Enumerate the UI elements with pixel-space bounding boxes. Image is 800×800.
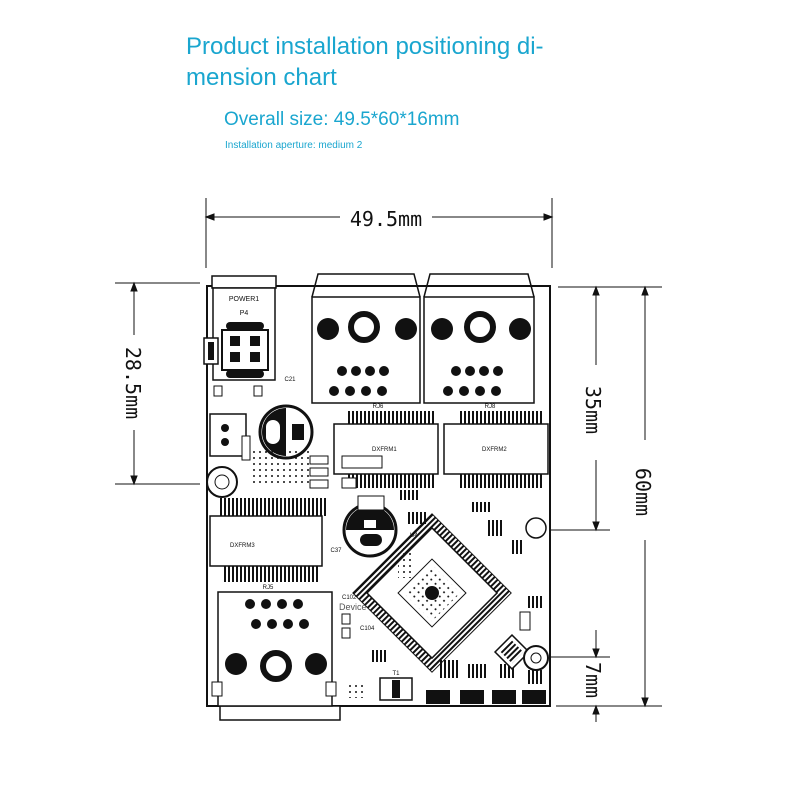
- dxfrm1-label: DXFRM1: [372, 447, 397, 453]
- misc-components: C102 Device C104 T1: [339, 477, 549, 704]
- rj6-label: RJ6: [373, 404, 384, 410]
- page-title: Product installation positioning di-mens…: [186, 33, 544, 91]
- rj45-port-bottom: RJ5: [211, 585, 337, 707]
- power-label: POWER1: [229, 296, 259, 303]
- bottom-offset-dimension-label: 7mm: [581, 662, 605, 698]
- transformer-dxfrm1: DXFRM1: [333, 411, 439, 488]
- capacitor-c21: C21: [258, 377, 314, 460]
- left-components: [206, 385, 329, 498]
- mid-height-dimension: [548, 285, 610, 532]
- mid-height-dimension-label: 35mm: [581, 386, 605, 434]
- device-label: Device: [339, 602, 367, 612]
- dxfrm3-label: DXFRM3: [230, 543, 255, 549]
- width-dimension-label: 49.5mm: [350, 207, 422, 231]
- c102-label: C102: [342, 595, 357, 601]
- rj8-label: RJ8: [485, 404, 496, 410]
- u4-label: U4: [410, 533, 418, 539]
- t1-label: T1: [392, 671, 400, 677]
- rj45-port-left: [311, 273, 421, 404]
- width-dimension: [204, 198, 554, 268]
- capacitor-c37: C37: [330, 502, 398, 558]
- total-height-dimension: [556, 285, 662, 708]
- overall-size-label: Overall size: 49.5*60*16mm: [224, 109, 460, 130]
- aperture-note: Installation aperture: medium 2: [225, 140, 363, 151]
- total-height-dimension-label: 60mm: [631, 468, 655, 516]
- dxfrm2-label: DXFRM2: [482, 447, 507, 453]
- p4-label: P4: [240, 310, 249, 317]
- c21-label: C21: [284, 377, 296, 383]
- transformer-dxfrm3: DXFRM3: [209, 498, 328, 582]
- c104-label: C104: [360, 626, 375, 632]
- bottom-offset-dimension: [548, 630, 610, 722]
- left-height-dimension-label: 28.5mm: [121, 347, 145, 419]
- rj45-port-right: [423, 273, 535, 404]
- c37-label: C37: [330, 548, 342, 554]
- left-height-dimension: [115, 281, 200, 486]
- rj5-label: RJ5: [263, 585, 274, 591]
- power-jack: POWER1 P4: [203, 287, 276, 381]
- transformer-dxfrm2: DXFRM2: [443, 411, 549, 488]
